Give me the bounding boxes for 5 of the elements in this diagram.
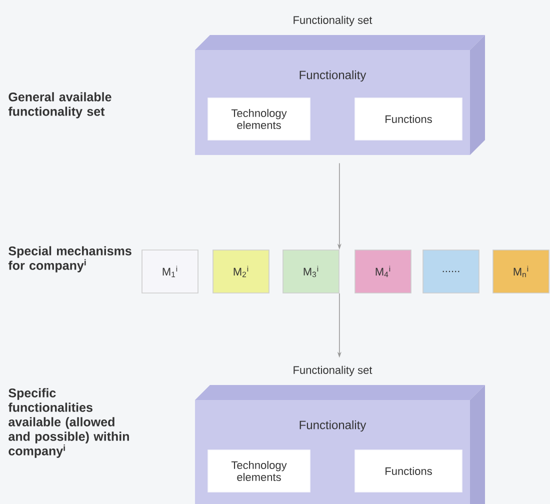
mechanism-box: ...... [422,250,480,294]
box-heading: Functionality set [294,366,372,376]
row-label: General available functionality set [8,92,112,118]
box-heading: Functionality set [294,16,372,26]
row-label: Specific functionalities available (allowed and possible) within company$^{i}$ [8,388,129,458]
